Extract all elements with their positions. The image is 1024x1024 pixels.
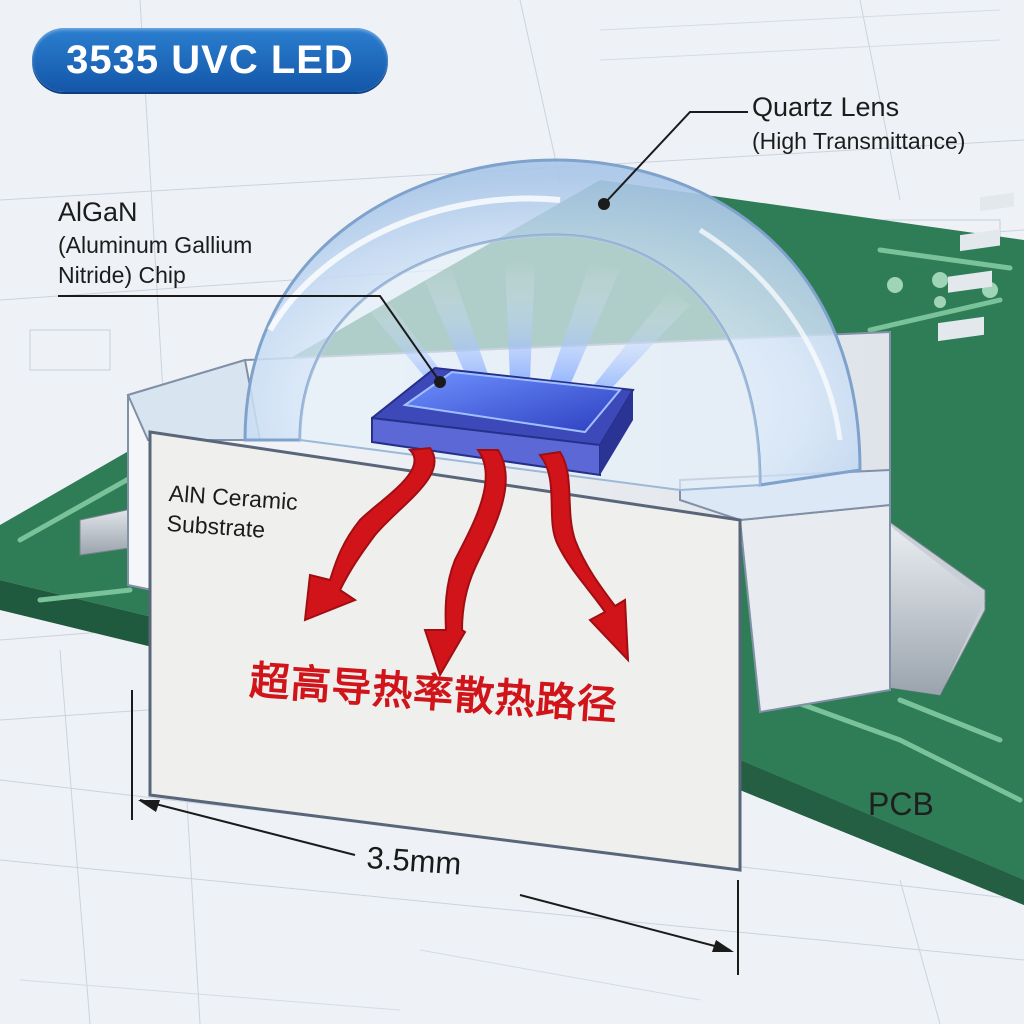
lens-title-label: Quartz Lens: [752, 92, 900, 122]
substrate-label: AlN Ceramic Substrate: [165, 479, 299, 543]
chip-title-label: AlGaN: [58, 197, 138, 227]
title-badge: 3535 UVC LED: [32, 28, 388, 92]
chip-subtitle-label: (Aluminum Gallium Nitride) Chip: [58, 232, 253, 288]
dimension-label: 3.5mm: [365, 840, 463, 882]
dimension-arrow-icon: [131, 690, 739, 975]
heat-arrow-icon: [303, 446, 630, 678]
algan-chip: [371, 366, 635, 477]
lens-subtitle-label: (High Transmittance): [752, 128, 966, 154]
pcb-label: PCB: [868, 786, 934, 822]
leader-lines: [58, 111, 748, 388]
